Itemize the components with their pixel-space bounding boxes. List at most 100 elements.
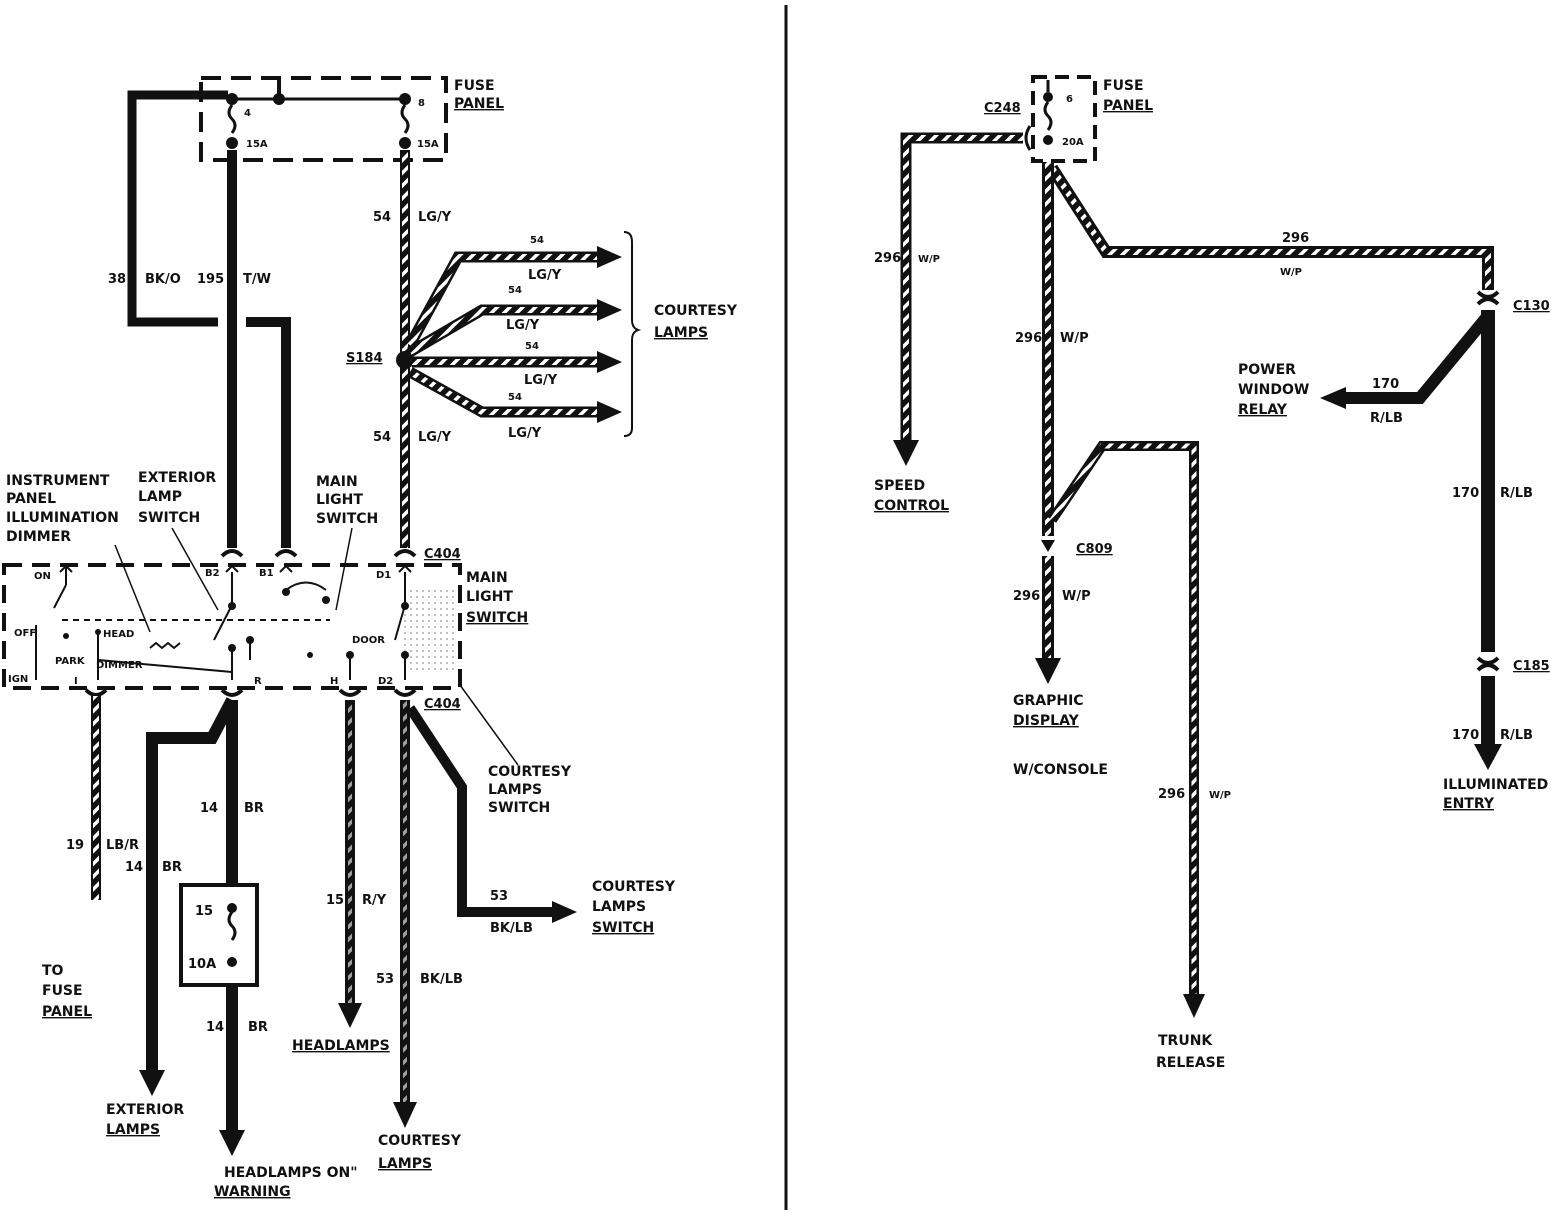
c404-top: C404	[424, 547, 461, 562]
right-fuse-panel-1: FUSE	[1103, 78, 1144, 94]
fuse-6-num: 6	[1066, 94, 1073, 105]
switch-internals	[35, 566, 406, 680]
wire-54a-num: 54	[373, 210, 391, 225]
pos-head: HEAD	[103, 629, 134, 640]
wire-296-main-num: 296	[1015, 331, 1042, 346]
pos-door: DOOR	[352, 635, 385, 646]
illuminated-entry-2: ENTRY	[1443, 796, 1495, 812]
inline-fuse-rating: 10A	[188, 957, 216, 972]
wire-170-relay-color: R/LB	[1370, 411, 1403, 426]
wire-14c-color: BR	[248, 1020, 268, 1035]
pin-b2: B2	[205, 568, 220, 579]
speed-control-1: SPEED	[874, 478, 925, 494]
dimmer-label-2: PANEL	[6, 491, 56, 507]
dimmer-label-4: DIMMER	[6, 529, 71, 545]
wire-19-color: LB/R	[106, 838, 139, 853]
wire-38-num: 38	[108, 272, 126, 287]
exterior-lamps-1: EXTERIOR	[106, 1102, 184, 1118]
wire-296-top	[1046, 164, 1494, 290]
courtesy-lamps-bottom-1: COURTESY	[378, 1133, 462, 1149]
inline-fuse-box	[179, 883, 259, 987]
headlamps: HEADLAMPS	[292, 1038, 390, 1054]
wire-296-top-num: 296	[1282, 231, 1309, 246]
branch-1-num: 54	[530, 235, 544, 246]
dimmer-label-1: INSTRUMENT	[6, 473, 110, 489]
dimmer-label-3: ILLUMINATION	[6, 510, 119, 526]
wire-296-top-color: W/P	[1280, 267, 1302, 278]
exterior-switch-label-3: SWITCH	[138, 510, 200, 526]
graphic-display-1: GRAPHIC	[1013, 693, 1084, 709]
c130-label: C130	[1513, 299, 1550, 314]
wire-296-speed-num: 296	[874, 251, 901, 266]
wire-170b-num: 170	[1452, 728, 1479, 743]
wire-170a-color: R/LB	[1500, 486, 1533, 501]
graphic-display-2: DISPLAY	[1013, 713, 1080, 729]
wire-170a-num: 170	[1452, 486, 1479, 501]
wire-53-switch	[405, 705, 554, 917]
fuse-4-num: 4	[244, 108, 251, 119]
wire-53a-color: BK/LB	[420, 972, 463, 987]
trunk-release-1: TRUNK	[1158, 1033, 1213, 1049]
wire-53b-num: 53	[490, 889, 508, 904]
main-switch-side-3: SWITCH	[466, 610, 528, 626]
exterior-lamps-2: LAMPS	[106, 1122, 160, 1138]
pos-off: OFF	[14, 628, 36, 639]
wire-195-num: 195	[197, 272, 224, 287]
fuse-panel-label-1: FUSE	[454, 78, 495, 94]
wire-296-lower-num: 296	[1013, 589, 1040, 604]
fuse-4-rating: 15A	[246, 139, 268, 150]
pos-on: ON	[34, 571, 51, 582]
c248-label: C248	[984, 101, 1021, 116]
wire-296-lower-color: W/P	[1062, 589, 1091, 604]
wire-53a-num: 53	[376, 972, 394, 987]
wire-54b-num: 54	[373, 430, 391, 445]
courtesy-switch-dest-2: LAMPS	[592, 899, 646, 915]
wire-19-num: 19	[66, 838, 84, 853]
main-switch-top-1: MAIN	[316, 474, 358, 490]
pos-park: PARK	[55, 656, 86, 667]
c185-label: C185	[1513, 659, 1550, 674]
courtesy-lamps-upper-1: COURTESY	[654, 303, 738, 319]
splice-s184	[396, 351, 414, 369]
splice-label: S184	[346, 351, 383, 366]
main-switch-side-1: MAIN	[466, 570, 508, 586]
wire-54b-color: LG/Y	[418, 430, 452, 445]
wire-14-exterior	[146, 697, 238, 1072]
illuminated-entry-1: ILLUMINATED	[1443, 777, 1548, 793]
power-window-relay-3: RELAY	[1238, 402, 1288, 418]
wire-195-color: T/W	[243, 272, 271, 287]
wire-54a-color: LG/Y	[418, 210, 452, 225]
power-window-relay-2: WINDOW	[1238, 382, 1309, 398]
courtesy-branches	[405, 231, 642, 437]
main-switch-top-2: LIGHT	[316, 492, 363, 508]
fuse-8	[400, 104, 410, 134]
wire-15-num: 15	[326, 893, 344, 908]
fuse-panel-label-2: PANEL	[454, 96, 504, 112]
fuse-6	[1043, 101, 1053, 131]
speed-control-2: CONTROL	[874, 498, 949, 514]
wire-296-trunk-num: 296	[1158, 787, 1185, 802]
wire-296-speed	[900, 132, 1023, 440]
branch-4-color: LG/Y	[508, 426, 542, 441]
wire-b1	[246, 317, 291, 548]
wire-296-speed-color: W/P	[918, 254, 940, 265]
wire-170-relay-num: 170	[1372, 377, 1399, 392]
courtesy-lamps-bottom-2: LAMPS	[378, 1156, 432, 1172]
wire-14a-color: BR	[162, 860, 182, 875]
pin-r: R	[254, 676, 262, 687]
branch-2-color: LG/Y	[506, 318, 540, 333]
right-fuse-panel-box	[1031, 75, 1097, 163]
fuse-6-rating: 20A	[1062, 137, 1084, 148]
branch-3-num: 54	[525, 341, 539, 352]
branch-2-num: 54	[508, 285, 522, 296]
courtesy-switch-dest-3: SWITCH	[592, 920, 654, 936]
fuse-panel-box	[199, 76, 448, 162]
wire-38-color: BK/O	[145, 272, 181, 287]
wire-15-color: R/Y	[362, 893, 387, 908]
pin-d2: D2	[378, 676, 393, 687]
main-switch-top-3: SWITCH	[316, 511, 378, 527]
branch-3-color: LG/Y	[524, 373, 558, 388]
wire-14a-num: 14	[125, 860, 143, 875]
